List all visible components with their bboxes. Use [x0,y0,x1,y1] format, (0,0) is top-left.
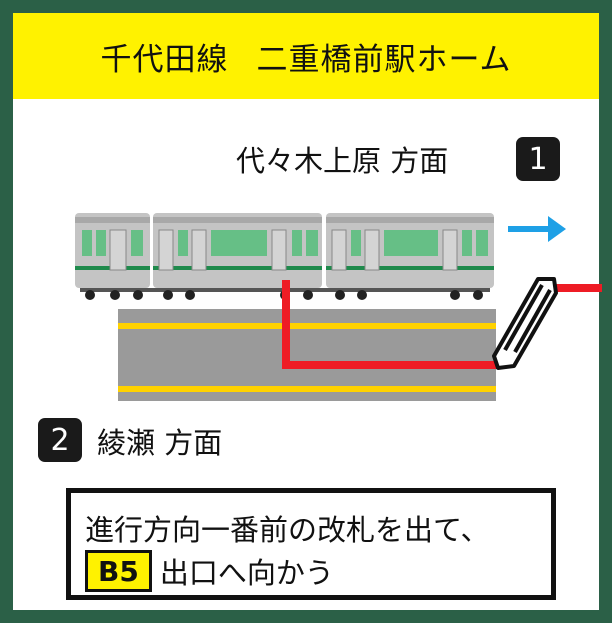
instruction-line-2: B5 出口へ向かう [85,550,334,592]
platform2-number-badge: 2 [38,418,82,462]
right-arrow-icon [508,216,566,242]
instruction-box: 進行方向一番前の改札を出て、 B5 出口へ向かう [66,488,556,600]
station-platform-name: 二重橋前駅ホーム [256,41,512,78]
exit-number-badge: B5 [85,550,152,592]
stairs-icon [492,277,558,370]
platform1-direction: 代々木上原 方面 [236,144,449,178]
platform-yellow-line-bottom [118,386,496,392]
train-car-3 [326,213,494,288]
instruction-line-2-text: 出口へ向かう [159,556,334,590]
platform-yellow-line-top [118,323,496,329]
platform2-direction: 綾瀬 方面 [97,426,223,460]
line-name: 千代田線 [100,41,229,78]
platform1-number-badge: 1 [516,137,560,181]
train-car-2 [153,213,322,288]
header-banner: 千代田線 二重橋前駅ホーム [13,13,599,99]
instruction-line-1: 進行方向一番前の改札を出て、 [85,513,490,547]
train-car-1 [75,213,150,288]
route-line [282,280,500,369]
